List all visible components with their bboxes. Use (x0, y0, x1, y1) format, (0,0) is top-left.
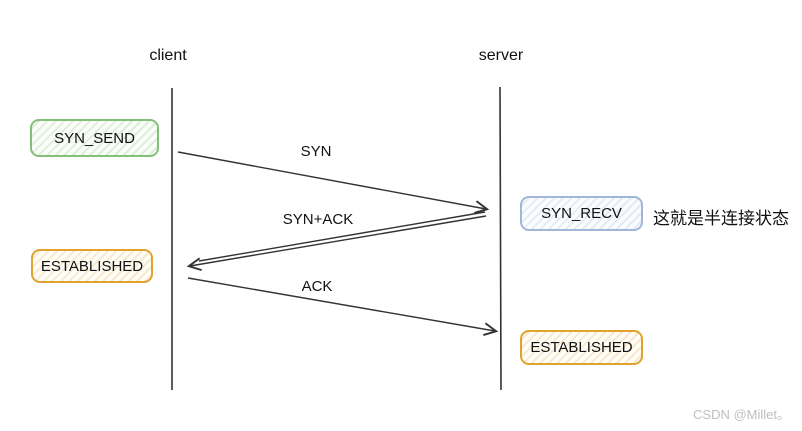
watermark: CSDN @Millet。 (693, 407, 790, 422)
actor-label-client: client (149, 47, 187, 64)
state-label-syn-recv: SYN_RECV (541, 205, 622, 222)
state-box-server-established: ESTABLISHED (520, 330, 643, 365)
arrow-syn-ack-sketch-stroke (198, 211, 486, 262)
state-label-server-established: ESTABLISHED (530, 339, 633, 356)
actor-label-server: server (478, 47, 524, 64)
arrow-syn (177, 151, 490, 214)
message-label-ack: ACK (301, 278, 333, 295)
arrow-syn-ack (186, 215, 487, 272)
state-box-syn-recv: SYN_RECV (520, 196, 643, 231)
state-label-syn-send: SYN_SEND (54, 129, 135, 147)
message-label-syn: SYN (300, 143, 332, 160)
state-box-client-established: ESTABLISHED (31, 249, 153, 283)
state-box-syn-send: SYN_SEND (30, 119, 159, 157)
annotation-half-connection: 这就是半连接状态 (653, 209, 789, 228)
arrow-ack (187, 277, 499, 336)
state-label-client-established: ESTABLISHED (40, 257, 144, 275)
message-label-syn-ack: SYN+ACK (282, 211, 354, 228)
lifeline-server (499, 86, 502, 391)
